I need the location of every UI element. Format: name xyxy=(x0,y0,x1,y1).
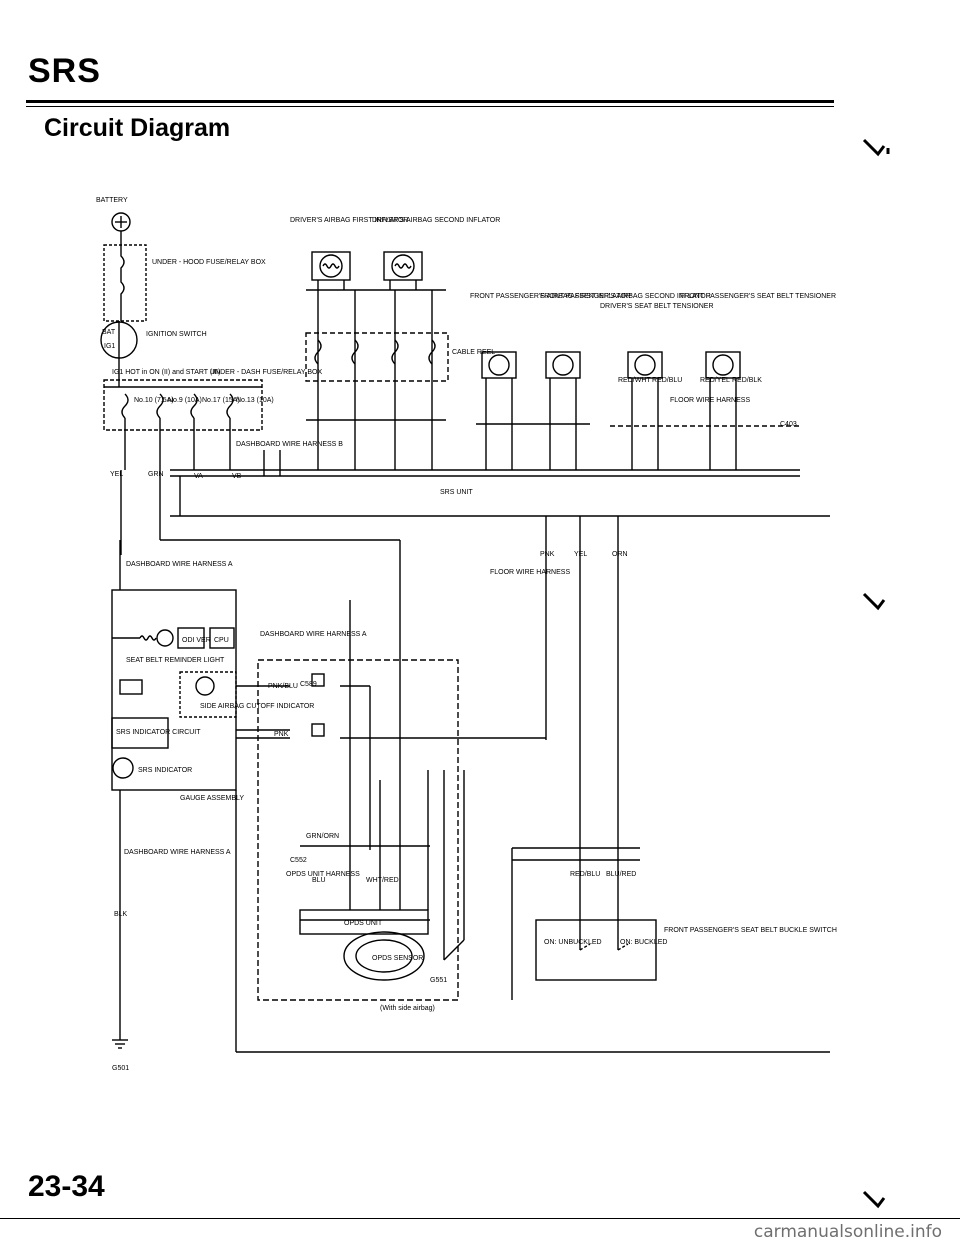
opds-sensor xyxy=(343,931,425,981)
driver-tensioner xyxy=(627,351,663,379)
label-on-buckled: ON: BUCKLED xyxy=(620,939,667,946)
label-wire-red-wht: RED/WHT xyxy=(618,377,651,384)
label-ig1-note: IG1 HOT in ON (II) and START (III) xyxy=(112,369,220,376)
label-bat: BAT xyxy=(102,329,116,336)
under-hood-box xyxy=(103,244,147,322)
label-ignition: IGNITION SWITCH xyxy=(146,331,207,338)
label-drv-first: DRIVER'S AIRBAG FIRST INFLATOR xyxy=(290,217,408,224)
label-g551: G551 xyxy=(430,977,447,984)
label-cpu: CPU xyxy=(214,637,229,644)
label-wire-blk: BLK xyxy=(114,911,128,918)
label-c589: C589 xyxy=(300,681,317,688)
label-wire-blu-red: BLU/RED xyxy=(606,871,636,878)
label-under-dash: UNDER - DASH FUSE/RELAY BOX xyxy=(210,369,322,376)
driver-second-inflator xyxy=(383,251,423,281)
label-g501: G501 xyxy=(112,1065,129,1072)
buckle-switch-box xyxy=(535,919,657,981)
label-wire-grn: GRN xyxy=(148,471,164,478)
label-dash-harness-b: DASHBOARD WIRE HARNESS B xyxy=(236,441,343,448)
label-ig1: IG1 xyxy=(104,343,115,350)
section-title: SRS xyxy=(28,52,101,90)
label-wire-pnk-2: PNK xyxy=(274,731,289,738)
cpu-box xyxy=(209,627,235,649)
label-pass-tensioner: FRONT PASSENGER'S SEAT BELT TENSIONER xyxy=(680,293,836,300)
label-c552: C552 xyxy=(290,857,307,864)
corner-mark-1 xyxy=(862,138,886,157)
watermark: carmanualsonline.info xyxy=(753,1222,942,1242)
label-drv-second: DRIVER'S AIRBAG SECOND INFLATOR xyxy=(372,217,500,224)
corner-mark-2 xyxy=(862,592,886,611)
label-drv-tensioner: DRIVER'S SEAT BELT TENSIONER xyxy=(600,303,714,310)
label-wire-red-blu: RED/BLU xyxy=(652,377,682,384)
label-wire-grn-orn: GRN/ORN xyxy=(306,833,339,840)
label-wire-pnk: PNK xyxy=(540,551,555,558)
label-srs-unit: SRS UNIT xyxy=(440,489,473,496)
label-wire-red-yel: RED/YEL xyxy=(700,377,730,384)
pass-first-inflator xyxy=(481,351,517,379)
page-number: 23-34 xyxy=(28,1170,105,1203)
label-gauge: GAUGE ASSEMBLY xyxy=(180,795,244,802)
page-subtitle: Circuit Diagram xyxy=(44,114,231,142)
header-rule-thin xyxy=(26,106,834,107)
label-dash-harness-a: DASHBOARD WIRE HARNESS A xyxy=(126,561,233,568)
opds-unit-box xyxy=(299,909,429,935)
label-dash-harness-a3: DASHBOARD WIRE HARNESS A xyxy=(124,849,231,856)
label-wire-red-blu-2: RED/BLU xyxy=(570,871,600,878)
label-side-cutoff: SIDE AIRBAG CUTOFF INDICATOR xyxy=(200,703,314,710)
label-pass-second: FRONT PASSENGER'S AIRBAG SECOND INFLATOR xyxy=(540,293,711,300)
label-seat-belt-light: SEAT BELT REMINDER LIGHT xyxy=(126,657,225,664)
seat-belt-light xyxy=(119,679,143,695)
header-rule xyxy=(26,100,834,103)
label-fuse13: No.13 (10A) xyxy=(236,397,274,404)
label-va: VA xyxy=(194,473,203,480)
label-side-note: (With side airbag) xyxy=(380,1005,435,1012)
under-dash-box xyxy=(103,379,263,431)
label-opds-harness: OPDS UNIT HARNESS xyxy=(286,871,360,878)
label-wire-wht-red: WHT/RED xyxy=(366,877,399,884)
footer-rule xyxy=(0,1218,960,1219)
label-wire-red-blk: RED/BLK xyxy=(732,377,762,384)
label-fuse10: No.10 (7.5A) xyxy=(134,397,174,404)
label-wire-pnk-blu: PNK/BLU xyxy=(268,683,298,690)
label-dash-harness-a2: DASHBOARD WIRE HARNESS A xyxy=(260,631,367,638)
corner-mark-3 xyxy=(862,1190,886,1209)
label-wire-yel: YEL xyxy=(110,471,123,478)
label-fuse17: No.17 (15A) xyxy=(202,397,240,404)
label-opds-unit: OPDS UNIT xyxy=(344,920,383,927)
label-opds-sensor: OPDS SENSOR xyxy=(372,955,423,962)
label-floor-harness: FLOOR WIRE HARNESS xyxy=(490,569,570,576)
driver-first-inflator xyxy=(311,251,351,281)
label-under-hood: UNDER - HOOD FUSE/RELAY BOX xyxy=(152,259,266,266)
label-buckle-switch: FRONT PASSENGER'S SEAT BELT BUCKLE SWITC… xyxy=(664,927,837,934)
label-wire-yel-2: YEL xyxy=(574,551,587,558)
gauge-assembly xyxy=(111,589,237,791)
label-odi: ODI VER xyxy=(182,637,211,644)
label-battery: BATTERY xyxy=(96,197,128,204)
label-srs-circuit: SRS INDICATOR CIRCUIT xyxy=(116,729,201,736)
label-srs-indicator: SRS INDICATOR xyxy=(138,767,192,774)
pass-second-inflator xyxy=(545,351,581,379)
label-pass-first: FRONT PASSENGER'S AIRBAG FIRST INFLATOR xyxy=(470,293,631,300)
label-floor-harness-top: FLOOR WIRE HARNESS xyxy=(670,397,750,404)
label-wire-blu: BLU xyxy=(312,877,326,884)
label-c403: C403 xyxy=(780,421,797,428)
label-cable-reel: CABLE REEL xyxy=(452,349,495,356)
cable-reel xyxy=(305,332,449,382)
label-vb: VB xyxy=(232,473,242,480)
label-wire-orn: ORN xyxy=(612,551,628,558)
label-fuse9: No.9 (10A) xyxy=(168,397,202,404)
srs-indicator-icon xyxy=(112,757,134,779)
label-on-unbuckled: ON: UNBUCKLED xyxy=(544,939,602,946)
pass-tensioner xyxy=(705,351,741,379)
odi-box xyxy=(177,627,205,649)
